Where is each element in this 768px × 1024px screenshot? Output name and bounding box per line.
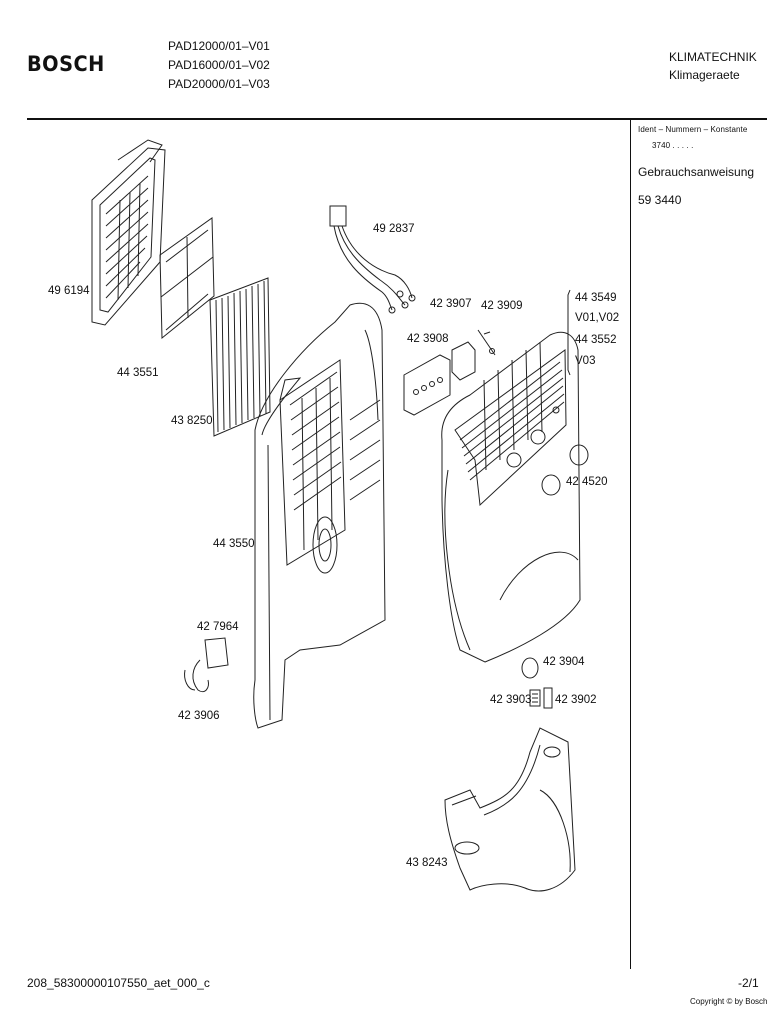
part-label: 49 2837 bbox=[373, 223, 415, 235]
part-variant: V01,V02 bbox=[575, 312, 620, 324]
part-label: 43 8250 bbox=[171, 415, 213, 427]
ident-value: 3740 . . . . . bbox=[652, 141, 694, 150]
part-label: 42 3902 bbox=[555, 694, 597, 706]
part-label: 42 3906 bbox=[178, 710, 220, 722]
brand-logo: BOSCH bbox=[27, 52, 105, 76]
part-label: 44 3549 bbox=[575, 292, 617, 304]
part-label: 42 3909 bbox=[481, 300, 523, 312]
part-label: 44 3551 bbox=[117, 367, 159, 379]
part-label: 42 3904 bbox=[543, 656, 585, 668]
model-number: PAD12000/01–V01 bbox=[168, 39, 270, 53]
label-bracket bbox=[567, 289, 571, 376]
part-label: 49 6194 bbox=[48, 285, 90, 297]
part-label: 44 3552 bbox=[575, 334, 617, 346]
manual-number: 59 3440 bbox=[638, 193, 682, 207]
pump-assembly bbox=[184, 637, 229, 693]
part-label: 42 3907 bbox=[430, 298, 472, 310]
front-housing bbox=[441, 331, 581, 663]
filter-frame bbox=[159, 217, 215, 340]
control-panel bbox=[403, 329, 496, 416]
model-number: PAD16000/01–V02 bbox=[168, 58, 270, 72]
rear-housing bbox=[253, 302, 386, 729]
part-label: 42 7964 bbox=[197, 621, 239, 633]
copyright-notice: Copyright © by Bosch bbox=[690, 997, 768, 1006]
document-id: 208_58300000107550_aet_000_c bbox=[27, 976, 210, 990]
ident-label: Ident – Nummern – Konstante bbox=[638, 125, 748, 134]
cable-harness bbox=[329, 205, 416, 314]
float-parts bbox=[521, 657, 553, 709]
part-label: 42 3903 bbox=[490, 694, 532, 706]
category-subtitle: Klimageraete bbox=[669, 68, 740, 82]
manual-label: Gebrauchsanweisung bbox=[638, 165, 755, 179]
part-label: 43 8243 bbox=[406, 857, 448, 869]
front-grille-frame bbox=[91, 139, 166, 326]
filter-mat bbox=[209, 277, 271, 437]
knob-set bbox=[541, 444, 589, 496]
sidebar-divider bbox=[630, 119, 631, 969]
part-label: 42 4520 bbox=[566, 476, 608, 488]
page-number: -2/1 bbox=[738, 976, 759, 990]
model-number: PAD20000/01–V03 bbox=[168, 77, 270, 91]
water-tank bbox=[444, 727, 576, 892]
part-variant: V03 bbox=[575, 355, 596, 367]
part-label: 42 3908 bbox=[407, 333, 449, 345]
category-title: KLIMATECHNIK bbox=[669, 50, 757, 64]
part-label: 44 3550 bbox=[213, 538, 255, 550]
header-divider bbox=[27, 118, 767, 120]
